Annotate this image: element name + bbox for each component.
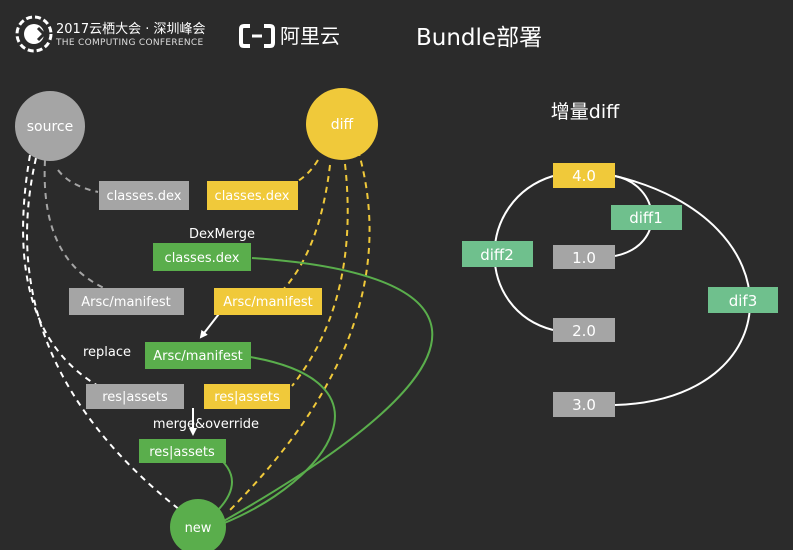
replace-label: replace <box>83 345 131 360</box>
dif3-label: dif3 <box>729 292 758 310</box>
diff-classes-box: classes.dex <box>207 181 298 210</box>
source-res-box: res|assets <box>86 384 184 409</box>
new-arsc-label: Arsc/manifest <box>153 349 242 364</box>
new-node: new <box>170 499 226 550</box>
diff-res-label: res|assets <box>214 390 280 405</box>
version-4-0-box: 4.0 <box>553 163 615 188</box>
link-diff-res <box>291 163 349 387</box>
version-2-0-label: 2.0 <box>572 322 596 340</box>
aliyun-logo-icon <box>239 24 275 48</box>
source-arsc-label: Arsc/manifest <box>81 295 170 310</box>
diff2-label: diff2 <box>480 246 514 264</box>
link-source-arsc <box>43 159 105 289</box>
new-res-label: res|assets <box>149 445 215 460</box>
source-arsc-box: Arsc/manifest <box>69 288 184 315</box>
diff2-box: diff2 <box>462 241 533 267</box>
conference-title: 2017云栖大会 · 深圳峰会 <box>56 22 206 37</box>
link-diff-new <box>227 149 371 513</box>
link-classes-new <box>221 257 434 523</box>
new-res-box: res|assets <box>139 439 226 463</box>
slide-header: 2017云栖大会 · 深圳峰会 THE COMPUTING CONFERENCE… <box>0 0 793 70</box>
diff-arsc-label: Arsc/manifest <box>223 295 312 310</box>
new-classes-box: classes.dex <box>153 243 251 271</box>
diff-res-box: res|assets <box>204 384 290 409</box>
version-1-0-label: 1.0 <box>572 249 596 267</box>
version-3-0-label: 3.0 <box>572 396 596 414</box>
source-classes-box: classes.dex <box>99 181 189 210</box>
diff-classes-label: classes.dex <box>215 189 290 204</box>
version-2-0-box: 2.0 <box>553 318 615 342</box>
diff-arsc-box: Arsc/manifest <box>214 288 322 315</box>
brand-name: 阿里云 <box>280 24 340 48</box>
new-arsc-box: Arsc/manifest <box>145 342 251 369</box>
version-1-0-box: 1.0 <box>553 245 615 269</box>
new-classes-label: classes.dex <box>165 251 240 266</box>
source-res-label: res|assets <box>102 390 168 405</box>
version-4-0-label: 4.0 <box>572 167 596 185</box>
diff-node: diff <box>306 88 378 160</box>
merge-override-label: merge&override <box>153 417 259 432</box>
conference-logo-icon <box>15 15 53 53</box>
version-3-0-box: 3.0 <box>553 392 615 417</box>
link-source-classes <box>57 169 99 193</box>
source-classes-label: classes.dex <box>107 189 182 204</box>
source-node-label: source <box>27 119 74 135</box>
link-diff-classes <box>283 159 319 189</box>
dif3-box: dif3 <box>708 287 778 313</box>
conference-subtitle: THE COMPUTING CONFERENCE <box>56 38 204 48</box>
link-source-new <box>26 157 181 511</box>
diff1-box: diff1 <box>611 205 682 230</box>
link-source-res <box>22 154 101 388</box>
incremental-diff-title: 增量diff <box>551 101 620 123</box>
slide-title: Bundle部署 <box>416 25 543 51</box>
diff1-label: diff1 <box>629 209 663 227</box>
diff-node-label: diff <box>331 117 354 133</box>
new-node-label: new <box>185 521 212 536</box>
link-arsc-new <box>221 355 336 525</box>
link-diff-arsc <box>281 164 331 292</box>
dexmerge-label: DexMerge <box>189 227 255 242</box>
source-node: source <box>15 91 85 161</box>
